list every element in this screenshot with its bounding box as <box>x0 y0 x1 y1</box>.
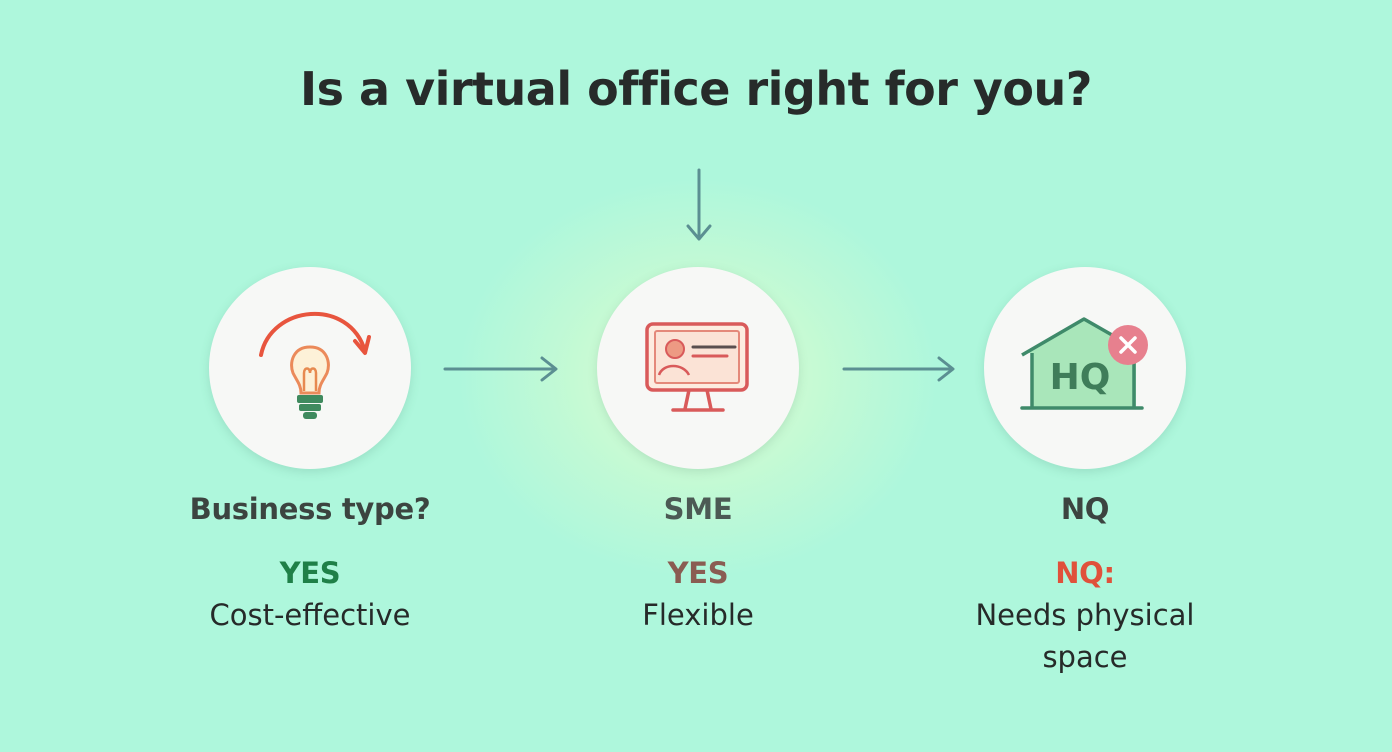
step-answer: NQ: <box>1055 556 1115 590</box>
lightbulb-icon <box>259 312 371 419</box>
step-circle-sme <box>597 267 799 469</box>
step-answer: YES <box>279 556 341 590</box>
hq-house-icon: HQ <box>1020 317 1148 410</box>
step-answer: YES <box>667 556 729 590</box>
right-arrow-1 <box>443 356 558 382</box>
step-text-nq: NQ NQ: Needs physical space <box>925 492 1245 678</box>
step-description: Flexible <box>642 598 754 632</box>
down-arrow <box>686 168 712 241</box>
step-text-business: Business type? YES Cost-effective <box>150 492 470 636</box>
monitor-icon <box>645 322 749 412</box>
step-circle-nq: HQ <box>984 267 1186 469</box>
page-title: Is a virtual office right for you? <box>300 62 1092 116</box>
step-heading: SME <box>663 492 733 526</box>
step-text-sme: SME YES Flexible <box>538 492 858 636</box>
step-description: Cost-effective <box>209 598 411 632</box>
step-description: Needs physical space <box>975 598 1195 674</box>
hq-label: HQ <box>1050 357 1111 398</box>
right-arrow-2 <box>842 356 955 382</box>
step-heading: Business type? <box>189 492 431 526</box>
step-circle-business <box>209 267 411 469</box>
step-heading: NQ <box>1060 492 1110 526</box>
